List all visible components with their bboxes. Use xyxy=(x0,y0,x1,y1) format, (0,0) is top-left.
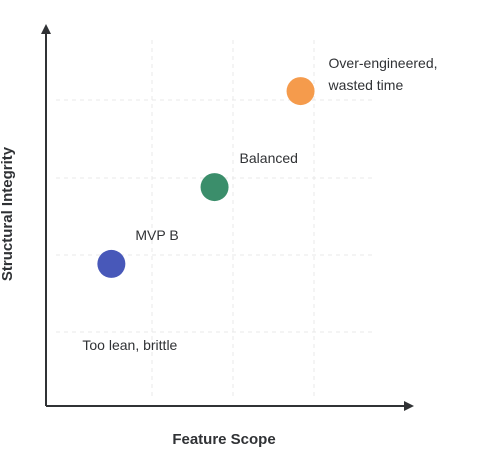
data-point xyxy=(200,173,229,202)
data-point xyxy=(97,249,126,278)
annotations: Too lean, brittle xyxy=(82,337,177,353)
point-label: Balanced xyxy=(240,150,298,166)
axes xyxy=(41,24,414,411)
point-label: MVP B xyxy=(135,227,178,243)
y-axis-title: Structural Integrity xyxy=(0,146,16,281)
point-labels: MVP B Balanced Over-engineered,wasted time xyxy=(135,55,437,243)
data-point xyxy=(286,77,315,106)
x-axis-title: Feature Scope xyxy=(172,431,275,448)
annotation-text: Too lean, brittle xyxy=(82,337,177,353)
point-label: Over-engineered,wasted time xyxy=(328,55,438,93)
grid xyxy=(56,40,372,400)
data-points xyxy=(97,77,315,278)
